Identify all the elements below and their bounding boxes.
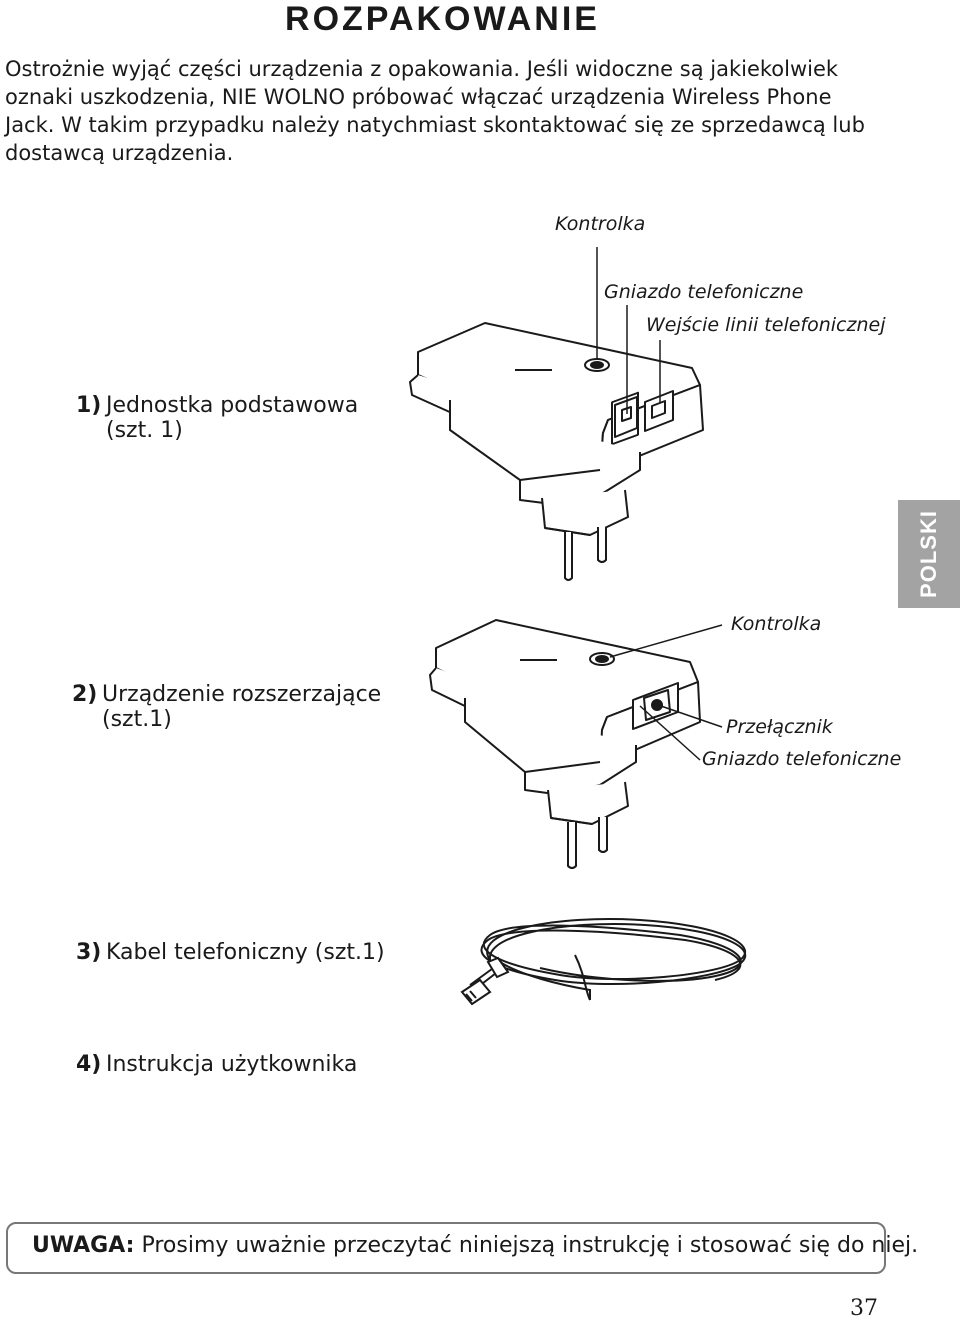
note-label: UWAGA: <box>32 1233 135 1258</box>
note: UWAGA: Prosimy uważnie przeczytać niniej… <box>32 1233 918 1258</box>
item-label: Urządzenie rozszerzające <box>102 682 382 707</box>
list-item: 1)Jednostka podstawowa (szt. 1) <box>76 393 358 443</box>
item-number: 3) <box>76 940 102 965</box>
base-phone-socket-label: Gniazdo telefoniczne <box>604 281 804 303</box>
phone-cable-illustration <box>460 918 747 1006</box>
base-line-input-label: Wejście linii telefonicznej <box>646 314 886 336</box>
language-tab: POLSKI <box>898 500 960 608</box>
list-item: 4)Instrukcja użytkownika <box>76 1052 357 1077</box>
item-number: 4) <box>76 1052 102 1077</box>
intro-paragraph: Ostrożnie wyjąć części urządzenia z opak… <box>5 57 865 165</box>
language-tab-label: POLSKI <box>916 510 941 598</box>
extender-illustration <box>429 619 701 869</box>
item-quantity: (szt.1) <box>102 707 172 732</box>
item-label: Kabel telefoniczny (szt.1) <box>106 940 385 965</box>
note-text: Prosimy uważnie przeczytać niniejszą ins… <box>141 1233 919 1258</box>
page-number: 37 <box>850 1296 878 1321</box>
extender-switch-label: Przełącznik <box>726 716 833 738</box>
item-number: 1) <box>76 393 102 418</box>
base-unit-illustration <box>409 322 704 581</box>
list-item: 3)Kabel telefoniczny (szt.1) <box>76 940 385 965</box>
item-label: Jednostka podstawowa <box>106 393 359 418</box>
extender-led-label: Kontrolka <box>731 613 822 635</box>
item-quantity: (szt. 1) <box>106 418 183 443</box>
extender-phone-socket-label: Gniazdo telefoniczne <box>702 748 902 770</box>
item-label: Instrukcja użytkownika <box>106 1052 358 1077</box>
base-led-label: Kontrolka <box>555 213 646 235</box>
item-number: 2) <box>72 682 98 707</box>
note-box <box>6 1222 886 1274</box>
page-title: ROZPAKOWANIE <box>285 0 600 38</box>
list-item: 2)Urządzenie rozszerzające (szt.1) <box>72 682 381 732</box>
